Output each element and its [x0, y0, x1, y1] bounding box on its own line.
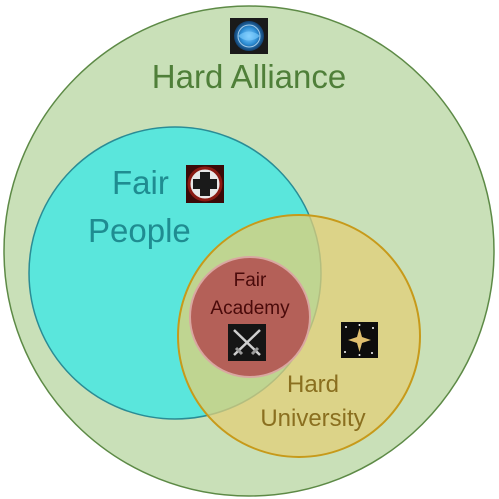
fair-academy-circle: [189, 256, 311, 378]
hard-university-label-line2: University: [260, 405, 365, 432]
star-emblem-icon: [341, 322, 378, 358]
fair-academy-label-line2: Academy: [210, 298, 290, 319]
fair-people-label-line2: People: [88, 212, 191, 249]
cross-shield-icon: [186, 165, 224, 203]
crossed-swords-icon: [228, 324, 266, 361]
fair-academy-label-line1: Fair: [234, 270, 267, 291]
hard-university-label-line1: Hard: [287, 371, 339, 398]
fair-people-label-line1: Fair: [112, 164, 169, 201]
globe-emblem-icon: [230, 18, 268, 54]
hard-alliance-label: Hard Alliance: [152, 58, 346, 95]
